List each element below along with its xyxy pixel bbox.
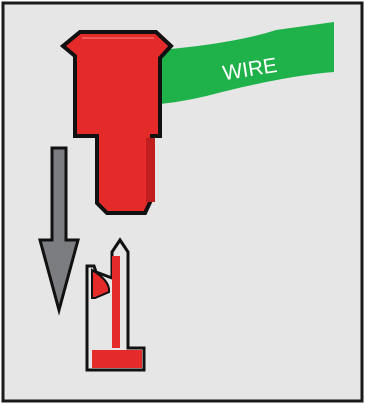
terminal-latch [91,268,111,299]
wire-ribbon [160,22,334,104]
terminal-spine [112,256,120,348]
down-arrow-icon [38,146,80,316]
connector-plug [59,30,174,215]
terminal-base [92,350,142,368]
connector-shadow [146,138,155,202]
